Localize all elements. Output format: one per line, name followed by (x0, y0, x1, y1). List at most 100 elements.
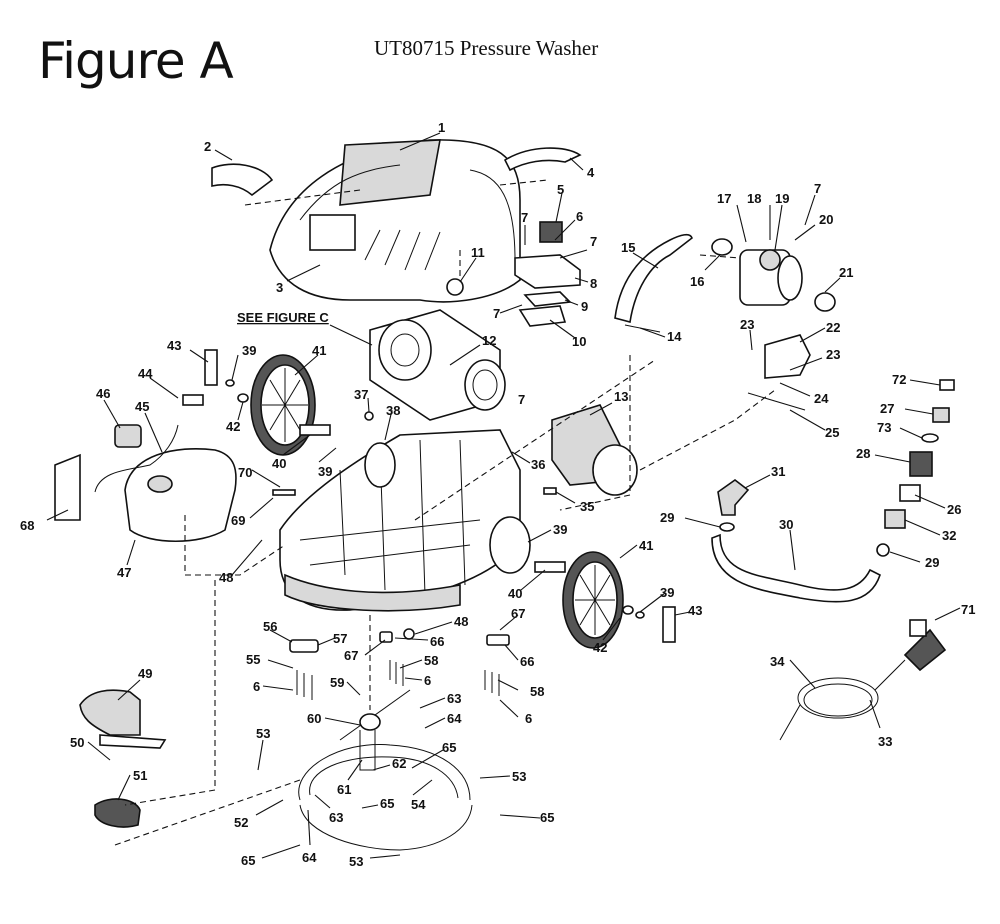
part-label: 8 (590, 276, 597, 291)
part-label: 15 (621, 240, 635, 255)
small-hardware (182, 349, 676, 700)
part-label: 39 (553, 522, 567, 537)
part-label: 71 (961, 602, 975, 617)
part-label: 40 (508, 586, 522, 601)
part-label: 12 (482, 333, 496, 348)
switch-box (514, 254, 581, 289)
part-label: 56 (263, 619, 277, 634)
part-label: 51 (133, 768, 147, 783)
part-label: 73 (877, 420, 891, 435)
part-label: 10 (572, 334, 586, 349)
part-label: 29 (660, 510, 674, 525)
part-label: 38 (386, 403, 400, 418)
part-label: 7 (518, 392, 525, 407)
part-label: 36 (531, 457, 545, 472)
part-label: 7 (493, 306, 500, 321)
part-label: 58 (530, 684, 544, 699)
part-label: 52 (234, 815, 248, 830)
see-figure-note: SEE FIGURE C (237, 310, 329, 325)
part-label: 22 (826, 320, 840, 335)
part-label: 42 (226, 419, 240, 434)
part-label: 7 (814, 181, 821, 196)
part-label: 7 (590, 234, 597, 249)
part-label: 64 (447, 711, 462, 726)
part-label: 16 (690, 274, 704, 289)
pump-hose (614, 233, 693, 324)
part-label: 23 (740, 317, 754, 332)
part-label: 39 (318, 464, 332, 479)
switch (539, 221, 563, 243)
part-label: 39 (242, 343, 256, 358)
part-label: 69 (231, 513, 245, 528)
motor (369, 278, 506, 421)
part-label: 44 (138, 366, 153, 381)
part-label: 65 (442, 740, 456, 755)
model-title: UT80715 Pressure Washer (374, 36, 599, 60)
part-label: 31 (771, 464, 785, 479)
part-label: 6 (525, 711, 532, 726)
part-label: 23 (826, 347, 840, 362)
part-label: 34 (770, 654, 785, 669)
part-label: 59 (330, 675, 344, 690)
part-label: 43 (688, 603, 702, 618)
fan-shroud (551, 404, 638, 496)
part-label: 37 (354, 387, 368, 402)
part-label: 50 (70, 735, 84, 750)
part-label: 47 (117, 565, 131, 580)
assembly-lines (114, 179, 776, 846)
part-label: 64 (302, 850, 317, 865)
part-label: 13 (614, 389, 628, 404)
part-label: 20 (819, 212, 833, 227)
part-label: 9 (581, 299, 588, 314)
part-label: 72 (892, 372, 906, 387)
part-label: 24 (814, 391, 829, 406)
part-label: 42 (593, 640, 607, 655)
power-cord (779, 619, 947, 741)
part-label: 53 (512, 769, 526, 784)
part-label: 1 (438, 120, 445, 135)
elbow-fitting (717, 479, 750, 516)
part-label: 53 (256, 726, 270, 741)
base-chassis (279, 429, 531, 612)
part-label: 21 (839, 265, 853, 280)
part-label: 32 (942, 528, 956, 543)
part-label: 41 (639, 538, 653, 553)
bracket-51 (94, 798, 141, 828)
part-label: 68 (20, 518, 34, 533)
tank (54, 424, 237, 542)
inlet-hose (711, 533, 881, 603)
right-wheel (534, 551, 624, 649)
part-label: 66 (520, 654, 534, 669)
part-label: 39 (660, 585, 674, 600)
part-label: 7 (521, 210, 528, 225)
leader-lines (46, 132, 961, 859)
decal-right (503, 147, 582, 172)
part-label: 2 (204, 139, 211, 154)
pressure-switch (764, 334, 811, 379)
part-label: 19 (775, 191, 789, 206)
part-label: 48 (219, 570, 233, 585)
part-label: 4 (587, 165, 595, 180)
decal-left (211, 163, 274, 197)
rod (747, 392, 806, 411)
part-label: 26 (947, 502, 961, 517)
part-label: 6 (576, 209, 583, 224)
part-label: 25 (825, 425, 839, 440)
part-label: 65 (380, 796, 394, 811)
part-label: 63 (329, 810, 343, 825)
part-label: 40 (272, 456, 286, 471)
part-label: 17 (717, 191, 731, 206)
part-label: 63 (447, 691, 461, 706)
part-label: 66 (430, 634, 444, 649)
figure-title: Figure A (38, 32, 234, 90)
part-label: 27 (880, 401, 894, 416)
part-label: 41 (312, 343, 326, 358)
part-label: 57 (333, 631, 347, 646)
part-label: 49 (138, 666, 152, 681)
base-ring (298, 689, 473, 851)
part-label: 67 (344, 648, 358, 663)
part-label: 45 (135, 399, 149, 414)
part-label: 5 (557, 182, 564, 197)
part-label: 14 (667, 329, 682, 344)
part-label: 61 (337, 782, 351, 797)
